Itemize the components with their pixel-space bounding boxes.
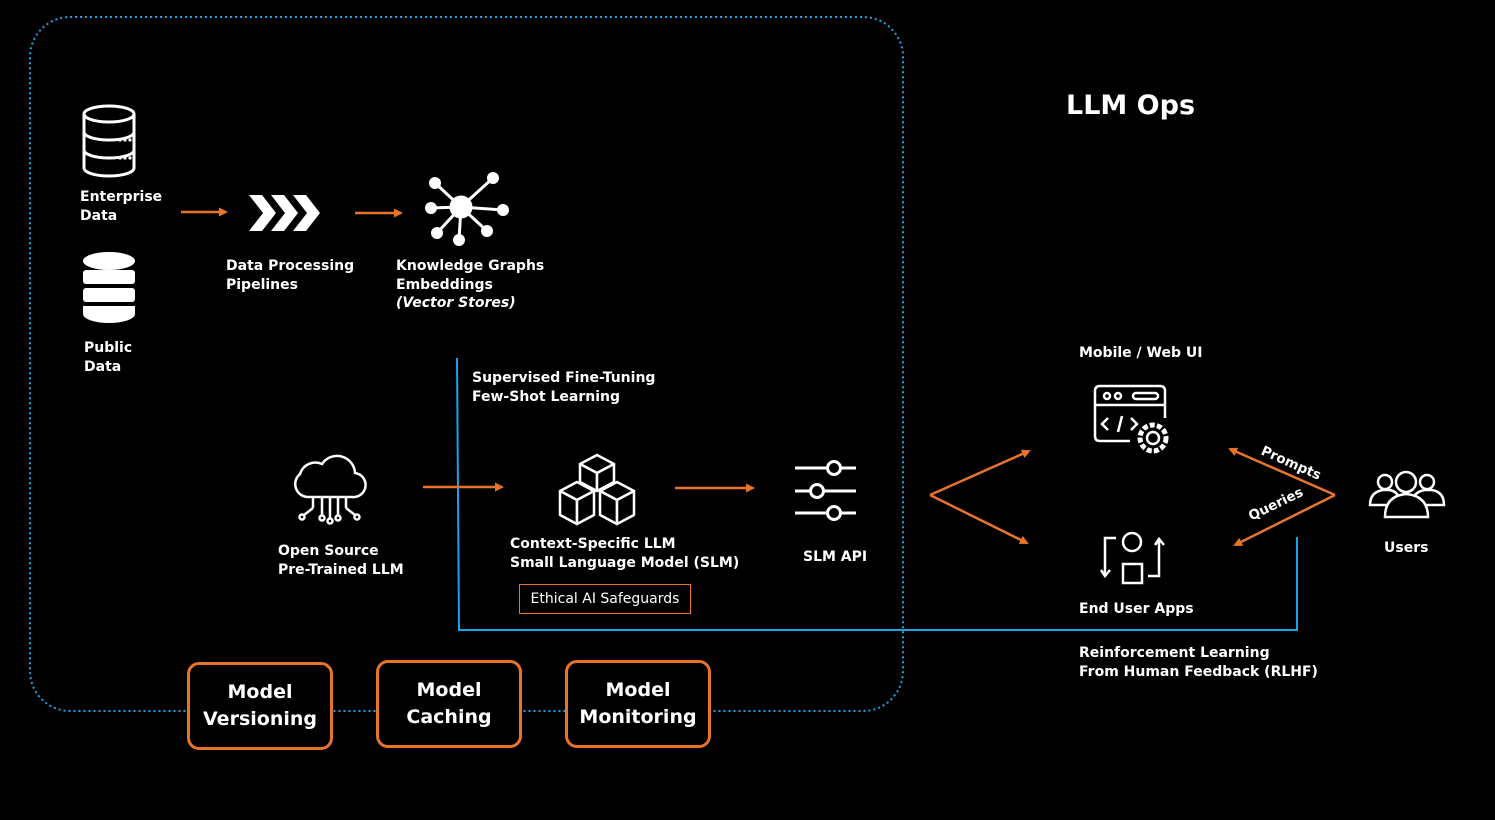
- chevrons-icon: [249, 195, 320, 231]
- arrow-api-to-web: [929, 449, 1031, 497]
- arrow-users-to-apps: [1233, 493, 1336, 547]
- users-group-icon: [1368, 470, 1446, 519]
- network-graph-icon: [425, 172, 509, 246]
- users-label: Users: [1384, 540, 1429, 556]
- app-cycle-icon: [1099, 531, 1165, 585]
- flow-arrows: [181, 207, 1336, 547]
- arrow-api-to-apps: [929, 493, 1029, 545]
- slm-api-label: SLM API: [803, 549, 868, 565]
- page-title: LLM Ops: [1066, 90, 1196, 121]
- cloud-circuit-icon: [293, 454, 367, 525]
- database-icon: [83, 252, 135, 323]
- arrow-users-to-web: [1228, 447, 1336, 497]
- mobile-web-label: Mobile / Web UI: [1079, 345, 1203, 361]
- code-window-gear-icon: [1093, 384, 1169, 454]
- sliders-icon: [795, 460, 856, 521]
- ethics-safeguards-box: Ethical AI Safeguards: [519, 584, 691, 614]
- platform-boundary: [29, 16, 904, 712]
- rlhf-feedback-line: [456, 357, 1298, 631]
- cubes-icon: [558, 453, 636, 526]
- database-icon: [82, 104, 136, 178]
- end-user-apps-label: End User Apps: [1079, 601, 1194, 617]
